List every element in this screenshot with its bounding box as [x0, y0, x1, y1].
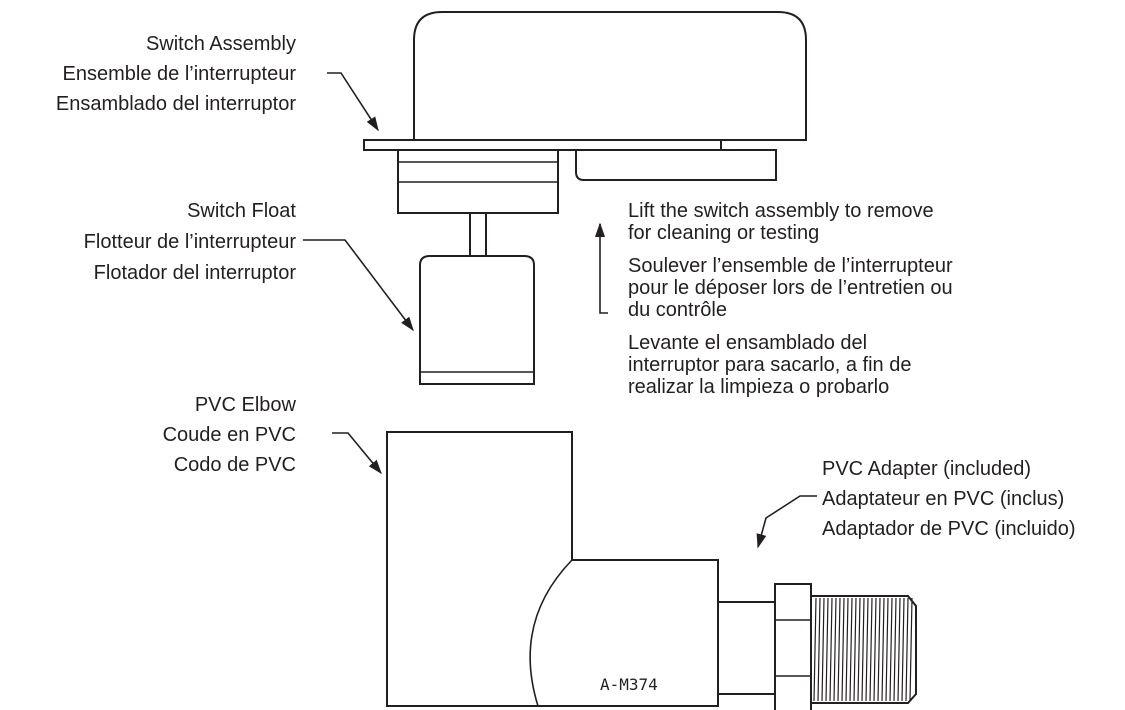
- switch-float-label-fr: Flotteur de l’interrupteur: [84, 231, 297, 253]
- instruction-es-line-1: Levante el ensamblado del: [628, 332, 867, 354]
- pvc-elbow-label-en: PVC Elbow: [195, 394, 297, 416]
- switch-assembly-label: Switch Assembly Ensemble de l’interrupte…: [56, 33, 296, 115]
- instruction-text: Lift the switch assembly to remove for c…: [628, 200, 953, 398]
- instruction-fr-line-2: pour le déposer lors de l’entretien ou: [628, 277, 953, 299]
- instruction-en-line-2: for cleaning or testing: [628, 222, 819, 244]
- switch-assembly-drawing: [363, 11, 807, 214]
- leader-lines: [303, 72, 817, 549]
- switch-float-drawing: [419, 212, 535, 385]
- switch-assembly-label-en: Switch Assembly: [146, 33, 296, 55]
- instruction-fr-line-1: Soulever l’ensemble de l’interrupteur: [628, 255, 953, 277]
- pvc-adapter-label-en: PVC Adapter (included): [822, 458, 1031, 480]
- pvc-elbow-drawing: [386, 431, 719, 707]
- pvc-adapter-label: PVC Adapter (included) Adaptateur en PVC…: [822, 458, 1075, 540]
- pvc-elbow-label-es: Codo de PVC: [174, 454, 296, 476]
- pvc-elbow-label: PVC Elbow Coude en PVC Codo de PVC: [163, 394, 297, 476]
- switch-float-label-en: Switch Float: [187, 200, 296, 222]
- part-code: A-M374: [600, 675, 658, 694]
- pvc-adapter-label-fr: Adaptateur en PVC (inclus): [822, 488, 1064, 510]
- pvc-elbow-label-fr: Coude en PVC: [163, 424, 296, 446]
- instruction-es-line-3: realizar la limpieza o probarlo: [628, 376, 889, 398]
- switch-float-label-es: Flotador del interruptor: [94, 262, 297, 284]
- instruction-fr-line-3: du contrôle: [628, 299, 727, 321]
- instruction-es-line-2: interruptor para sacarlo, a fin de: [628, 354, 912, 376]
- pvc-adapter-drawing: [717, 583, 917, 710]
- switch-assembly-label-fr: Ensemble de l’interrupteur: [63, 63, 297, 85]
- pvc-adapter-label-es: Adaptador de PVC (incluido): [822, 518, 1075, 540]
- instruction-en-line-1: Lift the switch assembly to remove: [628, 200, 934, 222]
- switch-assembly-label-es: Ensamblado del interruptor: [56, 93, 296, 115]
- switch-float-label: Switch Float Flotteur de l’interrupteur …: [84, 200, 297, 284]
